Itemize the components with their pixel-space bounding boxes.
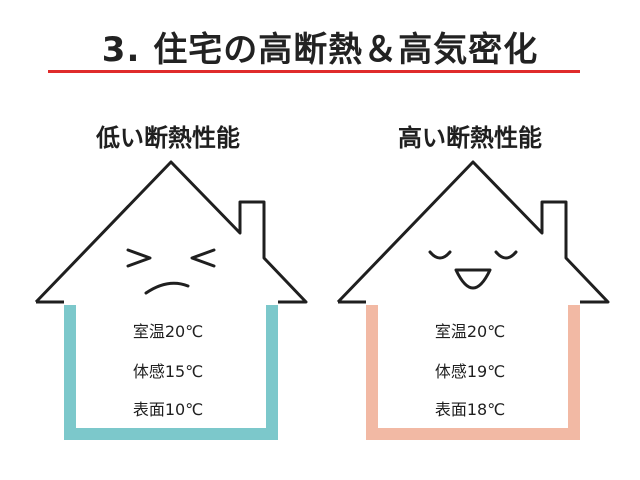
house-high-reading-room: 室温20℃ — [434, 322, 506, 341]
house-high-roof — [336, 160, 610, 304]
house-high-heading: 高い断熱性能 — [398, 124, 542, 152]
house-low-insulation: 低い断熱性能 室温20℃ 体感15℃ 表面10℃ — [28, 110, 308, 450]
grimace-face-icon — [126, 248, 216, 295]
house-low-reading-surface: 表面10℃ — [132, 400, 204, 419]
house-low-drawing — [34, 160, 308, 440]
slide-title: 3. 住宅の高断熱＆高気密化 — [101, 30, 539, 70]
house-high-reading-felt: 体感19℃ — [434, 362, 506, 381]
house-low-roof — [34, 160, 308, 304]
house-high-reading-surface: 表面18℃ — [434, 400, 506, 419]
house-low-reading-felt: 体感15℃ — [132, 362, 204, 381]
title-underline — [48, 70, 580, 73]
smile-face-icon — [428, 250, 518, 290]
house-low-reading-room: 室温20℃ — [132, 322, 204, 341]
house-high-drawing — [336, 160, 610, 440]
house-low-heading: 低い断熱性能 — [96, 124, 240, 152]
house-high-insulation: 高い断熱性能 室温20℃ 体感19℃ 表面18℃ — [330, 110, 610, 450]
